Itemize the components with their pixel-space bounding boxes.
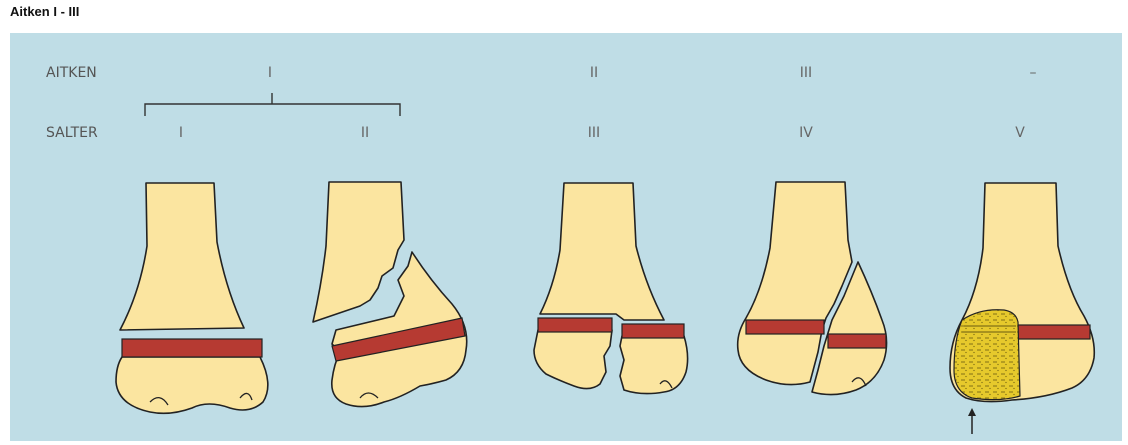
salter-2-bone-drawing: [313, 182, 467, 407]
salter-3-bone-drawing: [534, 183, 688, 394]
salter-class-4: IV: [799, 125, 813, 141]
salter-class-2: II: [361, 125, 369, 141]
aitken-class-2: II: [590, 65, 598, 81]
grouping-bracket: [145, 93, 400, 116]
aitken-row-label: AITKEN: [46, 65, 97, 81]
salter-4-bone-drawing: [738, 182, 887, 395]
salter-row-label: SALTER: [46, 125, 98, 141]
salter-1-bone-drawing: [116, 183, 268, 413]
salter-5-bone-drawing: [950, 183, 1094, 434]
aitken-class-none: –: [1030, 65, 1037, 81]
aitken-class-1: I: [268, 65, 272, 81]
salter-class-3: III: [588, 125, 600, 141]
aitken-class-3: III: [800, 65, 812, 81]
salter-class-1: I: [179, 125, 183, 141]
salter-class-5: V: [1015, 125, 1025, 141]
